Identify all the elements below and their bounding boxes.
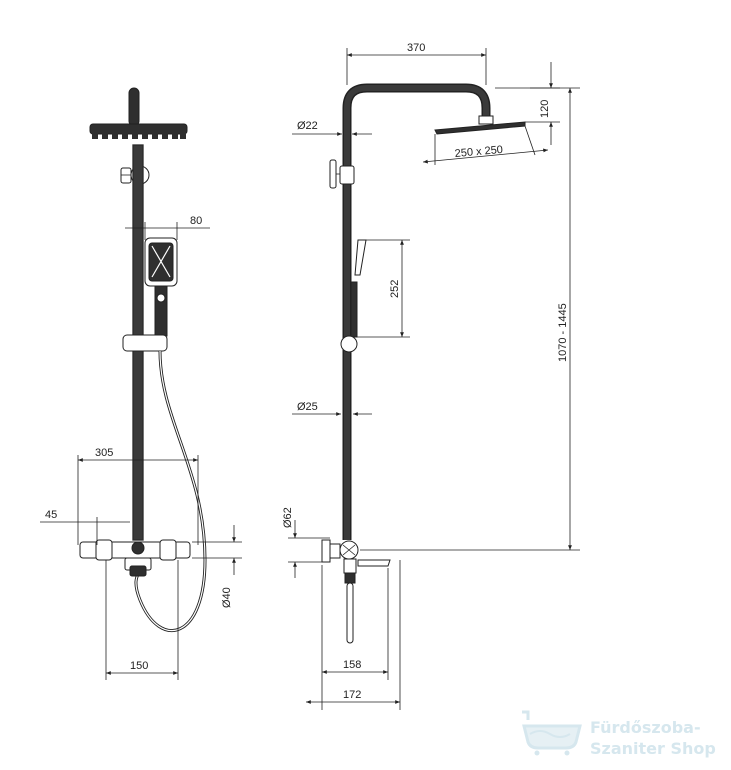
hand-shower-side — [350, 239, 367, 338]
side-view: 370 Ø22 120 250 x 250 252 Ø25 1070 - 144… — [282, 42, 580, 710]
watermark-line1: Fürdőszoba- — [590, 718, 701, 737]
watermark-line2: Szaniter Shop — [590, 739, 716, 758]
rain-shower-head-front — [89, 123, 188, 139]
hand-shower-front — [144, 237, 178, 337]
shower-hose — [134, 350, 207, 632]
dim-d62: Ø62 — [282, 507, 294, 528]
dim-d40: Ø40 — [221, 587, 233, 608]
thermostat-mixer-side — [321, 539, 391, 644]
diverter-knob-side — [329, 159, 355, 189]
bathtub-icon — [522, 710, 582, 756]
watermark: Fürdőszoba- Szaniter Shop — [522, 710, 716, 758]
shower-arm-top — [128, 87, 140, 127]
dim-45: 45 — [45, 509, 57, 521]
dim-80: 80 — [190, 215, 202, 227]
dim-150: 150 — [130, 660, 148, 672]
front-view: 80 305 45 150 Ø40 — [40, 87, 242, 680]
dim-250x250: 250 x 250 — [454, 144, 503, 160]
dim-1070-1445: 1070 - 1445 — [557, 303, 569, 362]
slider-holder-side — [340, 335, 358, 353]
dim-d25: Ø25 — [297, 401, 318, 413]
dim-120: 120 — [539, 100, 551, 118]
thermostat-mixer-front — [79, 539, 191, 577]
slider-holder-front — [122, 334, 168, 352]
dim-305: 305 — [95, 447, 113, 459]
dim-252: 252 — [389, 280, 401, 298]
dim-172: 172 — [343, 689, 361, 701]
dim-370: 370 — [407, 42, 425, 54]
riser-pipe-side — [344, 85, 489, 540]
dim-d22: Ø22 — [297, 120, 318, 132]
rain-shower-head-side — [434, 115, 526, 135]
dim-158: 158 — [343, 659, 361, 671]
